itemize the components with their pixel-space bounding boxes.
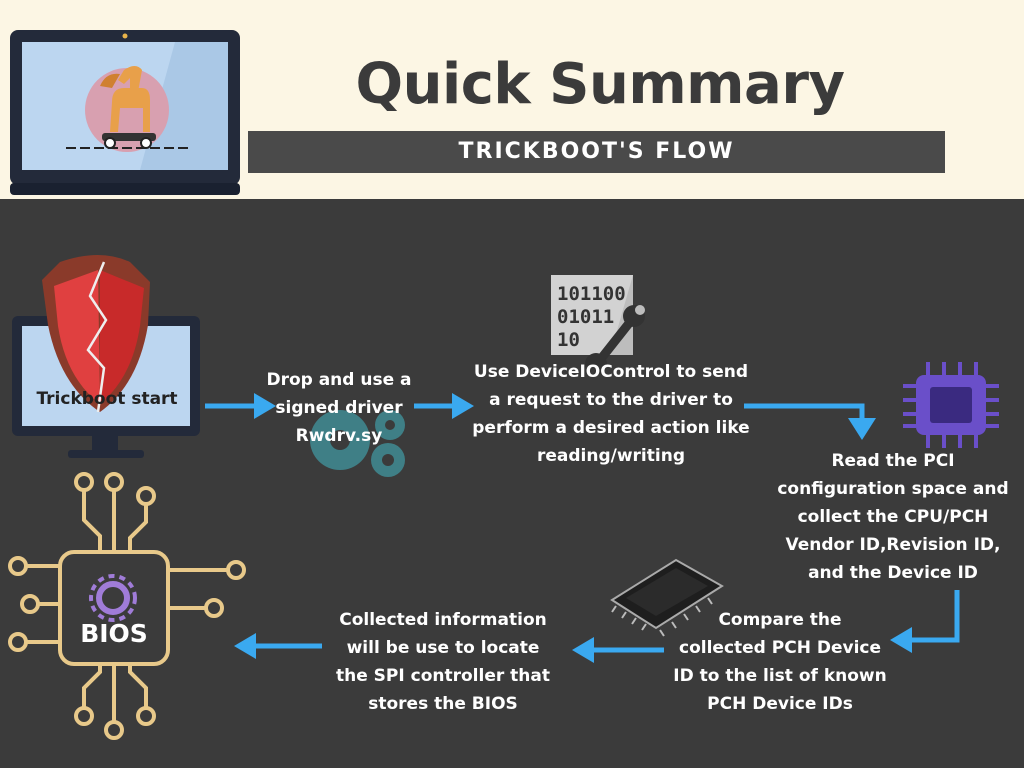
- step-1-text: Drop and use a signed driver Rwdrv.sy: [248, 366, 430, 450]
- step-1-line-1: Drop and use a: [266, 370, 412, 390]
- step-5-line-1: Collected information: [339, 610, 547, 630]
- subtitle-bar: TRICKBOOT'S FLOW: [248, 131, 945, 173]
- step-3-line-2: configuration space and: [777, 479, 1009, 499]
- laptop-trojan-icon: [10, 30, 240, 195]
- step-2-line-2: a request to the driver to: [489, 390, 733, 410]
- bios-label: BIOS: [80, 619, 148, 648]
- step-5-line-3: the SPI controller that: [336, 666, 550, 686]
- step-4-line-2: collected PCH Device: [679, 638, 881, 658]
- page-title: Quick Summary: [355, 52, 845, 117]
- page-subtitle: TRICKBOOT'S FLOW: [458, 139, 735, 164]
- step-2-line-1: Use DeviceIOControl to send: [473, 362, 749, 382]
- memory-chip-icon: [610, 558, 724, 637]
- step-5-text: Collected information will be use to loc…: [330, 606, 556, 718]
- step-3-line-4: Vendor ID,Revision ID,: [785, 535, 1001, 555]
- binary-line-1: 101100: [557, 283, 626, 305]
- step-1-line-2: signed driver: [275, 398, 403, 418]
- bios-chip-icon: [8, 472, 246, 740]
- step-3-line-5: and the Device ID: [808, 563, 978, 583]
- binary-wrench-icon: 101100 01011 10: [551, 275, 645, 375]
- binary-line-3: 10: [557, 329, 580, 351]
- cpu-chip-icon: [903, 362, 999, 448]
- step-4-text: Compare the collected PCH Device ID to t…: [670, 606, 890, 718]
- step-3-line-1: Read the PCI: [831, 451, 955, 471]
- trickboot-start-label: Trickboot start: [36, 389, 178, 409]
- step-5-line-2: will be use to locate: [346, 638, 540, 658]
- arrow-start-to-step1: [205, 393, 276, 419]
- gears-icon: [310, 410, 405, 477]
- step-4-line-4: PCH Device IDs: [707, 694, 853, 714]
- step-4-line-3: ID to the list of known: [673, 666, 887, 686]
- step-2-text: Use DeviceIOControl to send a request to…: [466, 358, 756, 470]
- step-4-line-1: Compare the: [718, 610, 842, 630]
- step-2-line-4: reading/writing: [536, 446, 685, 466]
- arrow-step1-to-step2: [414, 393, 474, 419]
- arrow-step2-to-step3: [744, 403, 876, 440]
- step-1-line-3: Rwdrv.sy: [295, 426, 383, 446]
- arrow-step4-to-step5: [572, 637, 664, 663]
- arrow-step5-to-bios: [234, 633, 322, 659]
- monitor-shield-icon: [12, 255, 200, 458]
- step-3-text: Read the PCI configuration space and col…: [772, 447, 1014, 587]
- step-3-line-3: collect the CPU/PCH: [797, 507, 989, 527]
- arrow-step3-to-step4: [890, 590, 960, 653]
- step-2-line-3: perform a desired action like: [472, 418, 750, 438]
- binary-line-2: 01011: [557, 306, 614, 328]
- step-5-line-4: stores the BIOS: [368, 694, 518, 714]
